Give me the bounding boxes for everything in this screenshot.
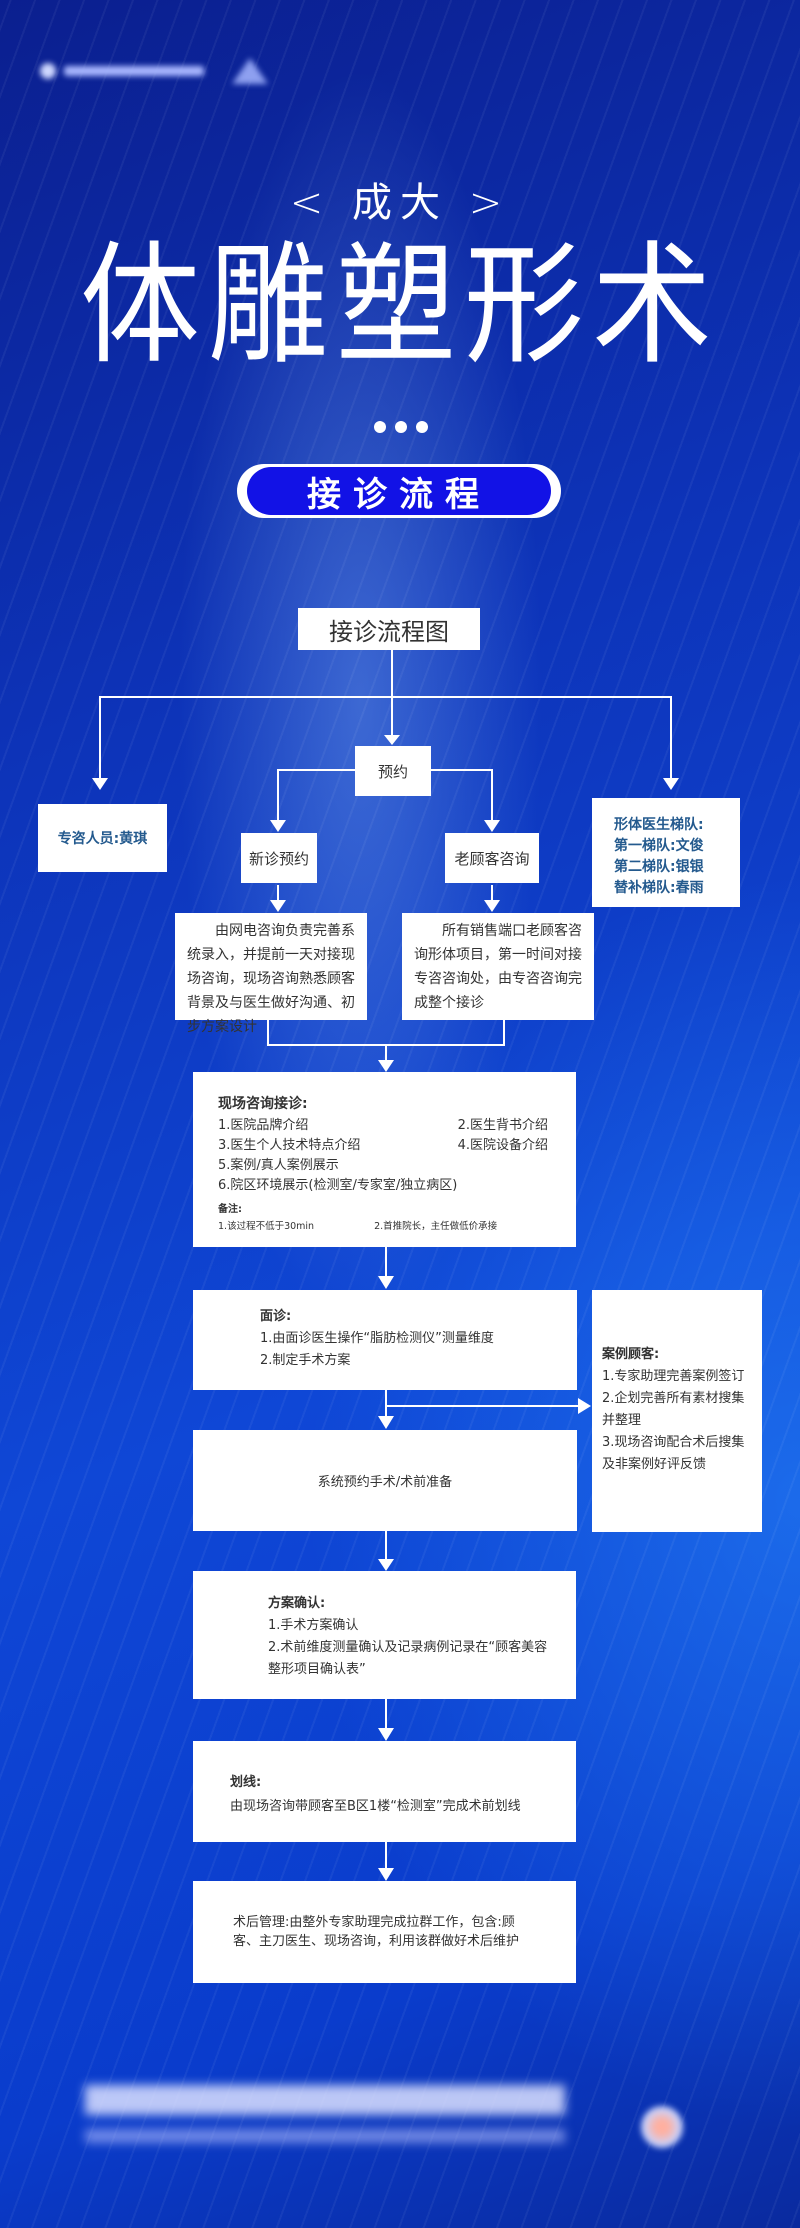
section-badge: 接诊流程: [237, 464, 561, 518]
node-face-consultation: 面诊: 1.由面诊医生操作“脂肪检测仪”测量维度 2.制定手术方案: [193, 1290, 577, 1390]
case-item: 3.现场咨询配合术后搜集及非案例好评反馈: [602, 1435, 745, 1472]
face-heading: 面诊:: [260, 1309, 292, 1324]
onsite-item: 4.医院设备介绍: [457, 1138, 548, 1153]
onsite-item: 6.院区环境展示(检测室/专家室/独立病区): [218, 1178, 458, 1193]
note-item: 1.该过程不低于30min: [218, 1221, 315, 1232]
subtitle: < 成大 >: [289, 180, 511, 226]
plan-heading: 方案确认:: [268, 1596, 326, 1611]
onsite-item: 3.医生个人技术特点介绍: [218, 1138, 361, 1153]
face-item: 1.由面诊医生操作“脂肪检测仪”测量维度: [260, 1331, 494, 1346]
node-doctor-team: 形体医生梯队: 第一梯队:文俊 第二梯队:银银 替补梯队:春雨: [592, 798, 740, 907]
note-item: 2.首推院长，主任做低价承接: [374, 1221, 498, 1232]
node-post-op: 术后管理:由整外专家助理完成拉群工作，包含:顾客、主刀医生、现场咨询，利用该群做…: [193, 1881, 576, 1983]
node-onsite-consultation: 现场咨询接诊: 1.医院品牌介绍 2.医生背书介绍 3.医生个人技术特点介绍 4.医…: [193, 1072, 576, 1247]
node-new-desc: 由网电咨询负责完善系统录入，并提前一天对接现场咨询，现场咨询熟悉顾客背景及与医生…: [175, 913, 367, 1035]
arrow-head: [384, 735, 400, 745]
marking-heading: 划线:: [230, 1775, 262, 1790]
hospital-logo-blurred: [40, 56, 280, 86]
plan-item: 1.手术方案确认: [268, 1618, 359, 1633]
onsite-heading: 现场咨询接诊:: [218, 1096, 308, 1112]
node-marking: 划线: 由现场咨询带顾客至B区1楼“检测室”完成术前划线: [193, 1741, 576, 1842]
marking-text: 由现场咨询带顾客至B区1楼“检测室”完成术前划线: [230, 1799, 521, 1814]
face-item: 2.制定手术方案: [260, 1353, 351, 1368]
case-item: 2.企划完善所有素材搜集并整理: [602, 1391, 745, 1428]
doctor-team-heading: 形体医生梯队:: [614, 817, 704, 833]
note-label: 备注:: [218, 1204, 242, 1215]
footer-logo-icon: [640, 2105, 684, 2149]
doctor-team-item: 第一梯队:文俊: [614, 838, 704, 854]
doctor-team-item: 替补梯队:春雨: [614, 880, 704, 896]
node-old-customer: 老顾客咨询: [445, 833, 539, 883]
onsite-item: 2.医生背书介绍: [457, 1118, 548, 1133]
node-plan-confirmation: 方案确认: 1.手术方案确认 2.术前维度测量确认及记录病例记录在“顾客美容整形…: [193, 1571, 576, 1699]
footer-hospital-info-blurred: [85, 2085, 565, 2143]
case-heading: 案例顾客:: [602, 1347, 660, 1362]
node-specialist: 专咨人员:黄琪: [38, 804, 167, 872]
node-old-desc: 所有销售端口老顾客咨询形体项目，第一时间对接专咨咨询处，由专咨咨询完成整个接诊: [402, 913, 594, 1020]
doctor-team-item: 第二梯队:银银: [614, 859, 704, 875]
node-new-appointment: 新诊预约: [241, 833, 317, 883]
flowchart-title: 接诊流程图: [298, 608, 480, 650]
node-appointment: 预约: [355, 746, 431, 796]
node-case-customer: 案例顾客: 1.专家助理完善案例签订 2.企划完善所有素材搜集并整理 3.现场咨…: [592, 1290, 762, 1532]
case-item: 1.专家助理完善案例签订: [602, 1369, 745, 1384]
section-badge-label: 接诊流程: [247, 467, 551, 515]
dots-decoration: [374, 421, 428, 433]
plan-item: 2.术前维度测量确认及记录病例记录在“顾客美容整形项目确认表”: [268, 1640, 548, 1677]
onsite-item: 5.案例/真人案例展示: [218, 1158, 339, 1173]
page-title: 体雕塑形术: [80, 230, 720, 383]
onsite-item: 1.医院品牌介绍: [218, 1118, 309, 1133]
node-surgery-booking: 系统预约手术/术前准备: [193, 1430, 577, 1531]
